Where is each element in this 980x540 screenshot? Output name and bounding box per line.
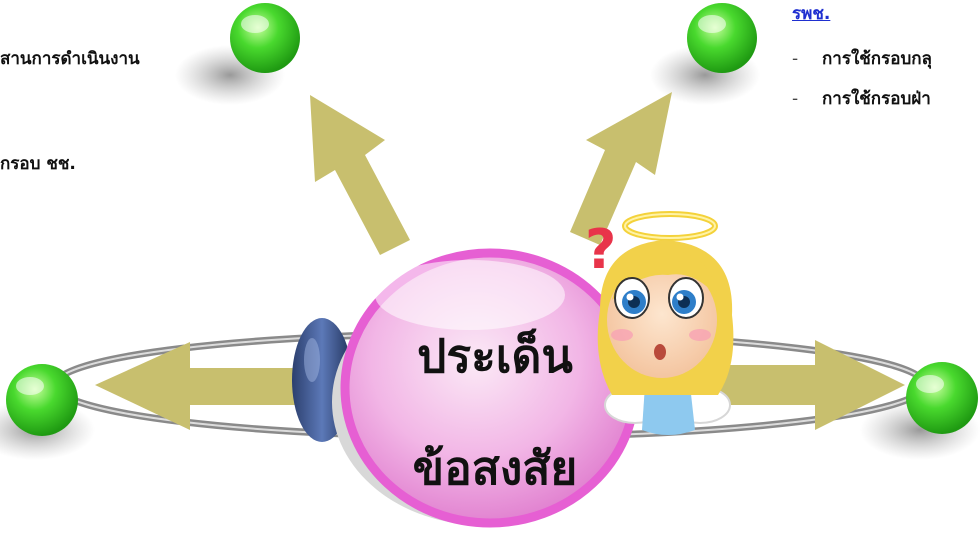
right-bullet-2: - การใช้กรอบฝ่า — [792, 85, 931, 112]
right-bullet-1: - การใช้กรอบกลุ — [792, 45, 932, 72]
center-label-line1: ประเด็น — [417, 329, 573, 383]
angel-question-mascot-icon: ? — [585, 211, 734, 435]
left-note-2: กรอบ ชช. — [0, 154, 76, 174]
node-top-left — [230, 3, 300, 73]
node-left — [6, 364, 78, 436]
right-heading-link[interactable]: รพช. — [792, 4, 831, 24]
center-label-line2: ข้อสงสัย — [412, 441, 578, 495]
arrow-up-left — [310, 95, 410, 255]
arrow-up-right — [570, 92, 672, 245]
left-note-1: สานการดำเนินงาน — [0, 49, 140, 69]
arrow-right — [640, 340, 905, 430]
right-bullet-2-text: การใช้กรอบฝ่า — [822, 89, 931, 109]
right-bullet-1-text: การใช้กรอบกลุ — [822, 49, 932, 69]
node-right — [906, 362, 978, 434]
node-top-right — [687, 3, 757, 73]
bullet-marker: - — [792, 89, 799, 109]
bullet-marker: - — [792, 49, 799, 69]
arrow-left — [95, 342, 320, 430]
